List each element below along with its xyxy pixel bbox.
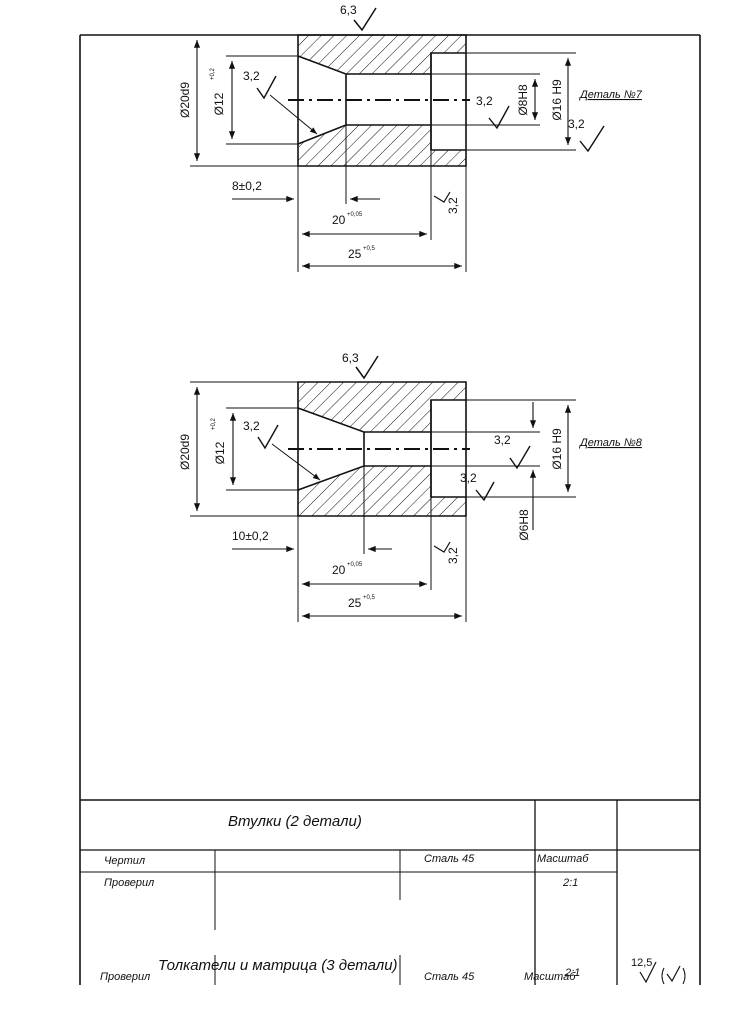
part-7: 6,3 Ø20d9 Ø12 +0,2 3,2 3,2 Ø8H8 Ø16 H9 3… — [178, 3, 643, 272]
part-8: 6,3 Ø20d9 Ø12 +0,2 3,2 3,2 3,2 Ø6H8 — [178, 351, 643, 622]
part-8-label: Деталь №8 — [578, 437, 643, 449]
drew-label: Чертил — [104, 855, 145, 867]
part-8-bore-roughness: 3,2 — [494, 433, 511, 447]
title-block: Втулки (2 детали) Чертил Проверил Сталь … — [80, 799, 700, 985]
part-8-outer-dia: Ø20d9 — [178, 434, 192, 470]
overlap-title: Толкатели и матрица (3 детали) — [158, 957, 398, 974]
part-7-mid-len: 20 — [332, 213, 346, 227]
part-7-cone-dia: Ø12 — [212, 92, 226, 115]
scale-label: Масштаб — [537, 853, 589, 865]
svg-text:+0,5: +0,5 — [363, 246, 376, 252]
checked-label: Проверил — [104, 877, 154, 889]
part-8-top-roughness: 6,3 — [342, 351, 359, 365]
part-7-counterbore-roughness: 3,2 — [568, 117, 585, 131]
part-8-cone-dia: Ø12 — [213, 441, 227, 464]
svg-text:+0,2: +0,2 — [211, 417, 217, 430]
overlap-material: Сталь 45 — [424, 971, 475, 983]
part-7-bore-roughness: 3,2 — [476, 94, 493, 108]
overlap-scale-value: 2:1 — [564, 967, 580, 979]
material-label: Сталь 45 — [424, 853, 475, 865]
svg-text:+0,05: +0,05 — [347, 212, 363, 218]
part-8-cone-roughness: 3,2 — [243, 419, 260, 433]
part-8-counterbore-roughness: 3,2 — [460, 471, 477, 485]
part-7-counterbore-dia: Ø16 H9 — [550, 79, 564, 121]
svg-text:+0,05: +0,05 — [347, 562, 363, 568]
general-roughness-value: 12,5 — [631, 957, 652, 969]
part-7-top-roughness: 6,3 — [340, 3, 357, 17]
part-7-cone-roughness: 3,2 — [243, 69, 260, 83]
part-7-outer-dia: Ø20d9 — [178, 82, 192, 118]
scale-value: 2:1 — [562, 877, 578, 889]
part-7-bore-dia: Ø8H8 — [516, 84, 530, 116]
roughness-check-icon — [639, 961, 657, 984]
svg-text:+0,2: +0,2 — [210, 67, 216, 80]
part-7-cone-len: 8±0,2 — [232, 179, 262, 193]
part-8-counterbore-dia: Ø16 H9 — [550, 428, 564, 470]
part-8-cone-len: 10±0,2 — [232, 529, 269, 543]
part-8-face-roughness: 3,2 — [446, 547, 460, 564]
part-8-bore-dia: Ø6H8 — [517, 509, 531, 541]
part-8-mid-len: 20 — [332, 563, 346, 577]
part-7-label: Деталь №7 — [578, 89, 643, 101]
svg-text:+0,5: +0,5 — [363, 595, 376, 601]
overlap-scale-label: Масштаб — [524, 971, 576, 983]
overlap-checked-label: Проверил — [100, 971, 150, 983]
part-7-total-len: 25 — [348, 247, 362, 261]
part-7-face-roughness: 3,2 — [446, 197, 460, 214]
part-8-total-len: 25 — [348, 596, 362, 610]
title-block-title: Втулки (2 детали) — [228, 813, 362, 830]
